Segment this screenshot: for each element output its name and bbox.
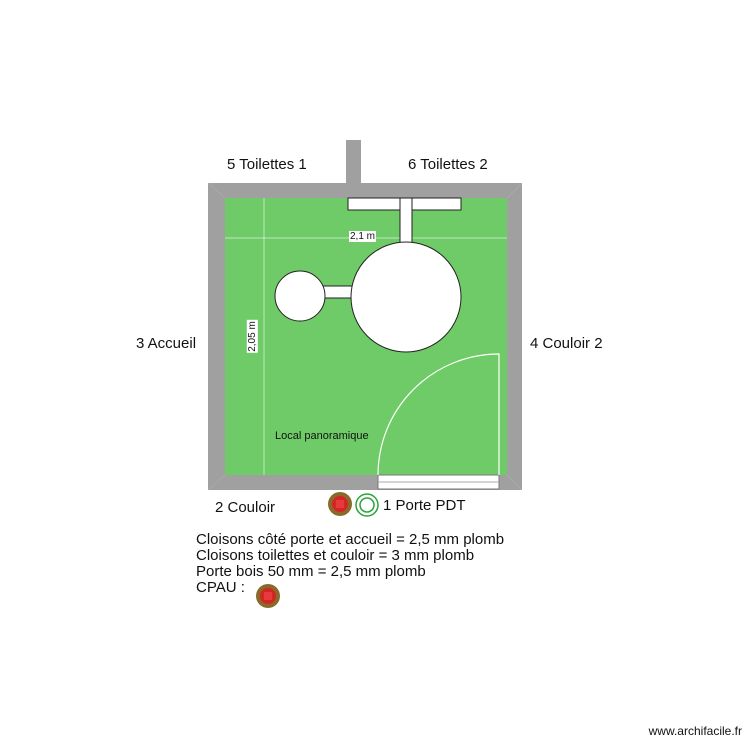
- cpau-marker-center: [264, 592, 272, 600]
- door-swing-arc: [377, 353, 500, 476]
- room-floor: [225, 198, 507, 475]
- green-ring-icon: [355, 493, 379, 517]
- detector-circle-small: [274, 270, 326, 322]
- label-toilettes-1: 5 Toilettes 1: [227, 156, 307, 173]
- note-line: CPAU :: [196, 579, 245, 596]
- detector-circle-large: [350, 241, 462, 353]
- wall-partition-top: [346, 140, 361, 185]
- note-line: Porte bois 50 mm = 2,5 mm plomb: [196, 563, 426, 580]
- note-line: Cloisons côté porte et accueil = 2,5 mm …: [196, 531, 505, 548]
- wall-right: [507, 183, 522, 490]
- wall-top: [208, 183, 522, 198]
- room-name-label: Local panoramique: [275, 430, 369, 442]
- legend-notes: Cloisons côté porte et accueil = 2,5 mm …: [196, 532, 504, 596]
- label-porte-pdt: 1 Porte PDT: [383, 497, 466, 514]
- arm-connector: [321, 285, 355, 299]
- label-couloir: 2 Couloir: [215, 499, 276, 516]
- note-line: Cloisons toilettes et couloir = 3 mm plo…: [196, 547, 475, 564]
- dimension-label-horizontal: 2,1 m: [349, 231, 377, 242]
- label-toilettes-2: 6 Toilettes 2: [408, 156, 488, 173]
- dimension-label-vertical: 2,05 m: [246, 320, 258, 353]
- watermark: www.archifacile.fr: [648, 724, 742, 738]
- ceiling-rail-stem: [399, 197, 413, 245]
- label-accueil: 3 Accueil: [136, 335, 197, 352]
- green-ring-inner: [359, 497, 375, 513]
- wall-left: [208, 183, 225, 490]
- label-couloir-2: 4 Couloir 2: [530, 335, 603, 352]
- marker-red-center: [336, 500, 344, 508]
